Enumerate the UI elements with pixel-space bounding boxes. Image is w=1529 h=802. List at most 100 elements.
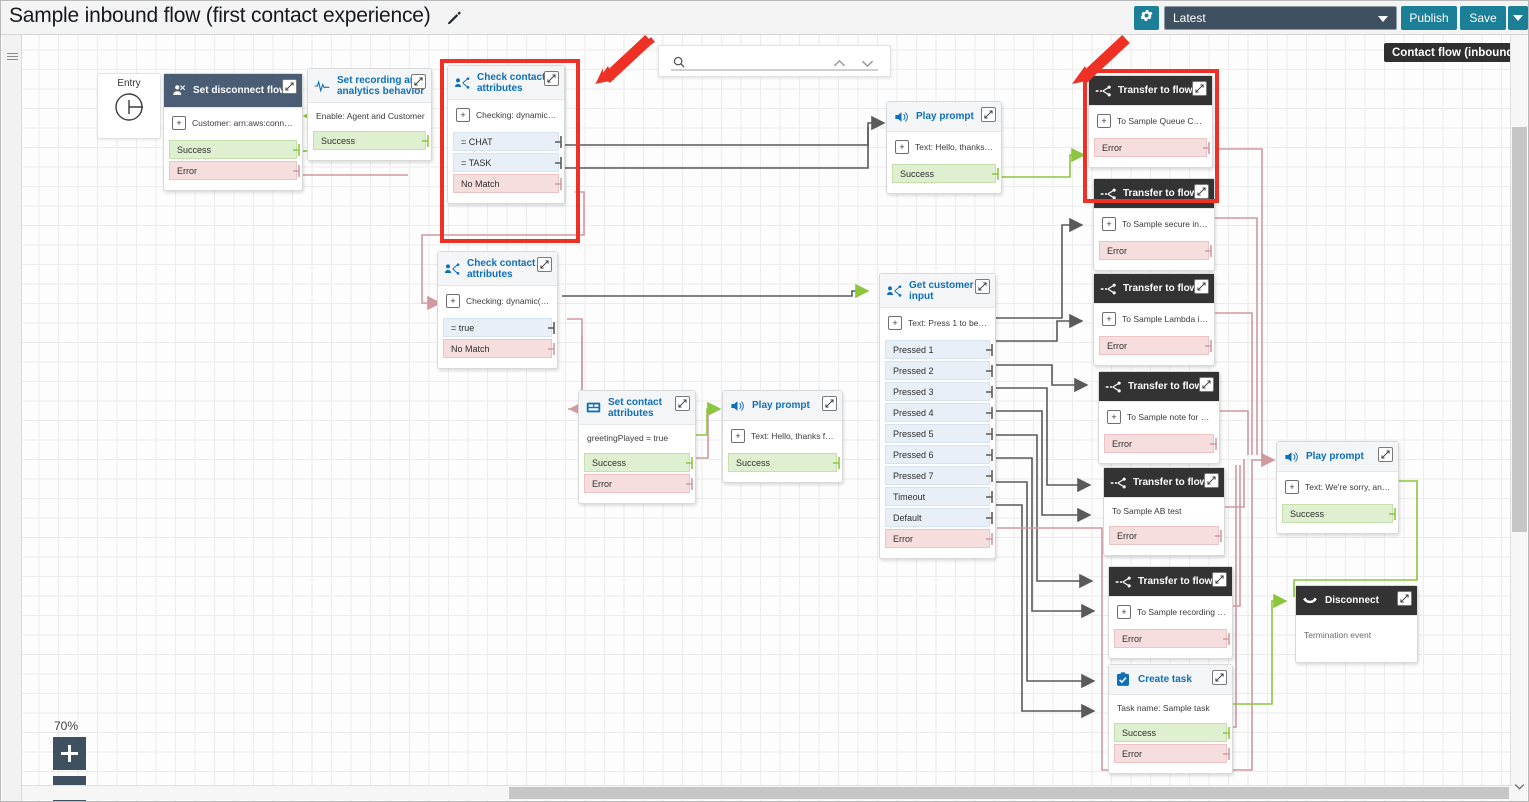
node-parameter[interactable]: +Text: We're sorry, an error o...: [1277, 472, 1398, 502]
zoom-in-button[interactable]: [53, 737, 86, 770]
expand-icon[interactable]: [544, 71, 559, 86]
node-transfer-to-flow-secure-input[interactable]: Transfer to flow +To Sample secure input…: [1093, 178, 1215, 271]
port-error[interactable]: Error: [1114, 744, 1230, 763]
port-success[interactable]: Success: [584, 453, 693, 472]
port-success[interactable]: Success: [892, 164, 999, 183]
node-play-prompt-error[interactable]: Play prompt +Text: We're sorry, an error…: [1276, 441, 1399, 534]
expand-icon[interactable]: [975, 279, 990, 294]
port-no-match[interactable]: No Match: [453, 174, 562, 193]
expand-icon[interactable]: [282, 79, 297, 94]
vertical-scrollbar-thumb[interactable]: [1512, 127, 1527, 532]
port-error[interactable]: Error: [1104, 434, 1217, 453]
port-error[interactable]: Error: [584, 474, 693, 493]
node-parameter[interactable]: +To Sample Lambda integra...: [1094, 304, 1214, 334]
port-error[interactable]: Error: [1094, 138, 1210, 157]
port-error[interactable]: Error: [1114, 629, 1230, 648]
port-success[interactable]: Success: [1282, 504, 1396, 523]
expand-icon[interactable]: [1204, 473, 1219, 488]
port-error[interactable]: Error: [1099, 241, 1212, 260]
node-parameter[interactable]: greetingPlayed = true: [579, 425, 695, 451]
expand-icon[interactable]: [1194, 184, 1209, 199]
port-task[interactable]: = TASK: [453, 153, 562, 172]
expand-icon[interactable]: [1212, 572, 1227, 587]
horizontal-scrollbar[interactable]: [22, 785, 1512, 800]
node-create-task[interactable]: Create task Task name: Sample task Succe…: [1108, 664, 1233, 774]
save-button[interactable]: Save: [1460, 6, 1506, 30]
node-transfer-to-flow-ab-test[interactable]: Transfer to flow To Sample AB test Error: [1103, 467, 1225, 556]
node-parameter[interactable]: +To Sample recording behav...: [1109, 597, 1232, 627]
node-check-contact-attributes-user[interactable]: Check contact attributes +Checking: dyna…: [437, 251, 558, 369]
node-parameter[interactable]: +Checking: dynamic(System ...: [448, 100, 564, 130]
publish-button[interactable]: Publish: [1401, 6, 1457, 30]
search-next-button[interactable]: [861, 56, 874, 74]
node-transfer-to-flow-recording[interactable]: Transfer to flow +To Sample recording be…: [1108, 566, 1233, 659]
menu-icon[interactable]: [7, 53, 18, 62]
node-transfer-to-flow-queue[interactable]: Transfer to flow +To Sample Queue Config…: [1088, 75, 1213, 168]
port-success[interactable]: Success: [1114, 723, 1230, 742]
node-parameter[interactable]: Task name: Sample task: [1109, 695, 1232, 721]
port-timeout[interactable]: Timeout: [885, 487, 993, 506]
node-set-contact-attributes[interactable]: Set contact attributes greetingPlayed = …: [578, 390, 696, 504]
node-disconnect[interactable]: Disconnect Termination event: [1295, 585, 1418, 663]
port-pressed-3[interactable]: Pressed 3: [885, 382, 993, 401]
port-error[interactable]: Error: [885, 529, 993, 548]
expand-icon[interactable]: [1212, 670, 1227, 685]
expand-icon[interactable]: [981, 107, 996, 122]
node-check-contact-attributes-system[interactable]: Check contact attributes +Checking: dyna…: [447, 65, 565, 204]
expand-icon[interactable]: [1194, 279, 1209, 294]
port-pressed-4[interactable]: Pressed 4: [885, 403, 993, 422]
port-success[interactable]: Success: [313, 131, 429, 150]
port-no-match[interactable]: No Match: [443, 339, 555, 358]
expand-icon[interactable]: [537, 257, 552, 272]
expand-icon[interactable]: [1192, 81, 1207, 96]
port-default[interactable]: Default: [885, 508, 993, 527]
node-transfer-to-flow-lambda[interactable]: Transfer to flow +To Sample Lambda integ…: [1093, 273, 1215, 366]
pencil-icon[interactable]: [446, 10, 462, 26]
port-success[interactable]: Success: [728, 453, 840, 472]
node-parameter[interactable]: +To Sample secure input wit...: [1094, 209, 1214, 239]
node-parameter[interactable]: +Text: Hello, thanks for conta...: [887, 132, 1001, 162]
scroll-down-icon[interactable]: [1514, 778, 1525, 796]
node-get-customer-input[interactable]: Get customer input +Text: Press 1 to be …: [879, 273, 996, 559]
node-parameter[interactable]: +Text: Press 1 to be put in qu...: [880, 308, 995, 338]
node-parameter[interactable]: Enable: Agent and Customer: [308, 103, 431, 129]
node-parameter[interactable]: +To Sample note for screen...: [1099, 402, 1219, 432]
vertical-scrollbar[interactable]: [1510, 35, 1527, 801]
expand-icon[interactable]: [822, 396, 837, 411]
node-transfer-to-flow-note[interactable]: Transfer to flow +To Sample note for scr…: [1098, 371, 1220, 464]
expand-icon[interactable]: [1378, 447, 1393, 462]
node-body: +Text: Hello, thanks for callin... Succe…: [723, 421, 842, 482]
save-options-button[interactable]: [1508, 6, 1528, 30]
node-parameter[interactable]: +Checking: dynamic(User d...: [438, 286, 557, 316]
node-parameter[interactable]: +Text: Hello, thanks for callin...: [723, 421, 842, 451]
settings-gear-button[interactable]: [1134, 6, 1159, 30]
expand-icon[interactable]: [411, 74, 426, 89]
node-set-disconnect-flow[interactable]: Set disconnect flow + Customer: arn:aws:…: [163, 73, 303, 191]
port-true[interactable]: = true: [443, 318, 555, 337]
expand-icon[interactable]: [1199, 377, 1214, 392]
node-parameter[interactable]: +To Sample Queue Configur...: [1089, 106, 1212, 136]
expand-icon[interactable]: [675, 396, 690, 411]
port-pressed-5[interactable]: Pressed 5: [885, 424, 993, 443]
node-parameter[interactable]: To Sample AB test: [1104, 498, 1224, 524]
expand-icon[interactable]: [1397, 591, 1412, 606]
port-pressed-7[interactable]: Pressed 7: [885, 466, 993, 485]
horizontal-scrollbar-thumb[interactable]: [509, 787, 1509, 799]
port-pressed-1[interactable]: Pressed 1: [885, 340, 993, 359]
plus-icon: +: [895, 140, 909, 154]
node-play-prompt-contacting[interactable]: Play prompt +Text: Hello, thanks for con…: [886, 101, 1002, 194]
node-parameter[interactable]: + Customer: arn:aws:connect...: [164, 108, 302, 138]
port-pressed-2[interactable]: Pressed 2: [885, 361, 993, 380]
port-chat[interactable]: = CHAT: [453, 132, 562, 151]
node-play-prompt-calling[interactable]: Play prompt +Text: Hello, thanks for cal…: [722, 390, 843, 483]
node-set-recording-analytics-behavior[interactable]: Set recording and analytics behavior Ena…: [307, 68, 432, 161]
port-error[interactable]: Error: [169, 161, 300, 180]
port-error[interactable]: Error: [1099, 336, 1212, 355]
port-success[interactable]: Success: [169, 140, 300, 159]
port-error[interactable]: Error: [1109, 526, 1222, 545]
port-pressed-6[interactable]: Pressed 6: [885, 445, 993, 464]
version-select[interactable]: Latest: [1164, 6, 1397, 30]
search-prev-button[interactable]: [833, 56, 846, 74]
flow-canvas[interactable]: Entry Set disconnect flow + Customer: ar…: [22, 35, 1512, 801]
search-box[interactable]: [658, 45, 891, 77]
